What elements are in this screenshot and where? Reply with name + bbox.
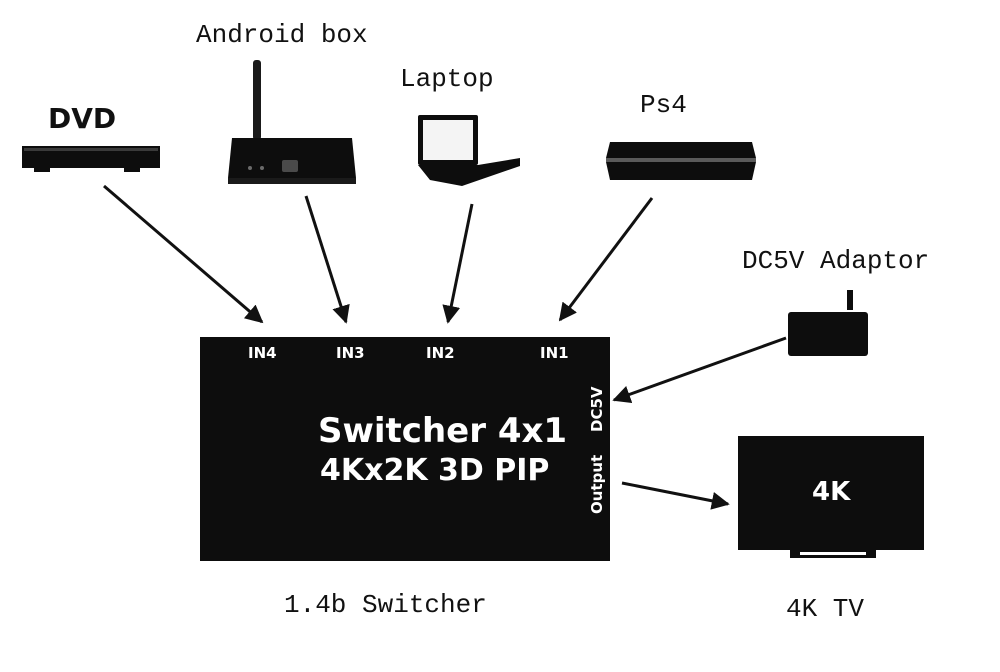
port-dc5v-label: DC5V [588,386,606,432]
switcher-box [200,337,610,561]
dvd-player-icon [22,146,160,172]
tv-caption: 4K TV [786,594,864,624]
port-in4-label: IN4 [248,344,277,362]
port-in1-label: IN1 [540,344,569,362]
ps4-console-icon [606,142,756,180]
arrow-output-to-tv [621,481,730,510]
power-adaptor-icon [788,290,868,356]
dvd-label: DVD [48,102,116,135]
switcher-caption: 1.4b Switcher [284,590,487,620]
arrow-ps4-to-in1 [558,197,654,322]
arrow-android-to-in3 [304,195,350,324]
port-in2-label: IN2 [426,344,455,362]
arrow-laptop-to-in2 [442,203,474,324]
laptop-label: Laptop [400,64,494,94]
port-in3-label: IN3 [336,344,365,362]
arrow-dvd-to-in4 [103,184,264,324]
android-box-label: Android box [196,20,368,50]
ps4-label: Ps4 [640,90,687,120]
laptop-icon [418,115,520,186]
port-output-label: Output [588,455,606,514]
switcher-title-line2: 4Kx2K 3D PIP [320,453,549,488]
switcher-title-line1: Switcher 4x1 [318,411,567,451]
arrow-adaptor-to-dc [612,336,787,403]
adaptor-label: DC5V Adaptor [742,246,929,276]
android-box-icon [228,60,356,184]
tv-screen-text: 4K [812,477,851,507]
tv-icon [738,436,924,558]
